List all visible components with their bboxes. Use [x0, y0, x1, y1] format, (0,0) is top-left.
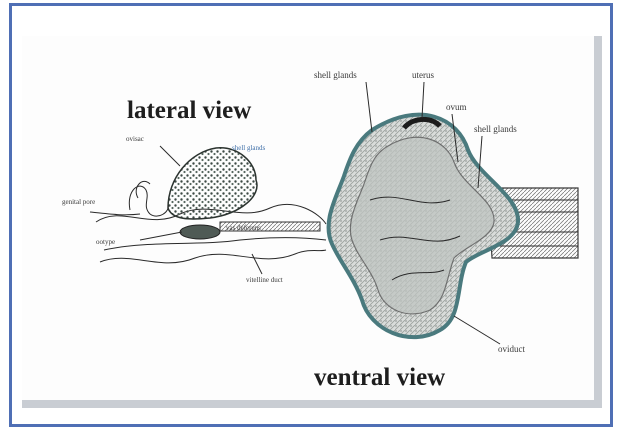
oviduct-label: oviduct [498, 344, 525, 354]
shell-glands-lateral-label: shell glands [232, 144, 266, 152]
shell-glands-top-label: shell glands [314, 70, 357, 80]
uterus-label: uterus [412, 70, 434, 80]
lateral-view-title: lateral view [127, 97, 251, 124]
ventral-view-title: ventral view [314, 364, 445, 391]
ventral-view: shell glands uterus ovum shell glands ov… [314, 70, 578, 391]
ovisac-mass [168, 148, 257, 219]
vitelline-duct-label: vitelline duct [246, 276, 283, 284]
ovisac-label: ovisac [126, 135, 144, 143]
ootype-shape [180, 225, 220, 239]
lateral-view: lateral view ovisac shell glands genital… [62, 97, 326, 284]
ovum-label: ovum [446, 102, 467, 112]
genital-pore-label: genital pore [62, 198, 95, 206]
ootype-label: ootype [96, 238, 115, 246]
vas-deferens-label: vas deferens [226, 224, 261, 232]
shell-glands-right-label: shell glands [474, 124, 517, 134]
